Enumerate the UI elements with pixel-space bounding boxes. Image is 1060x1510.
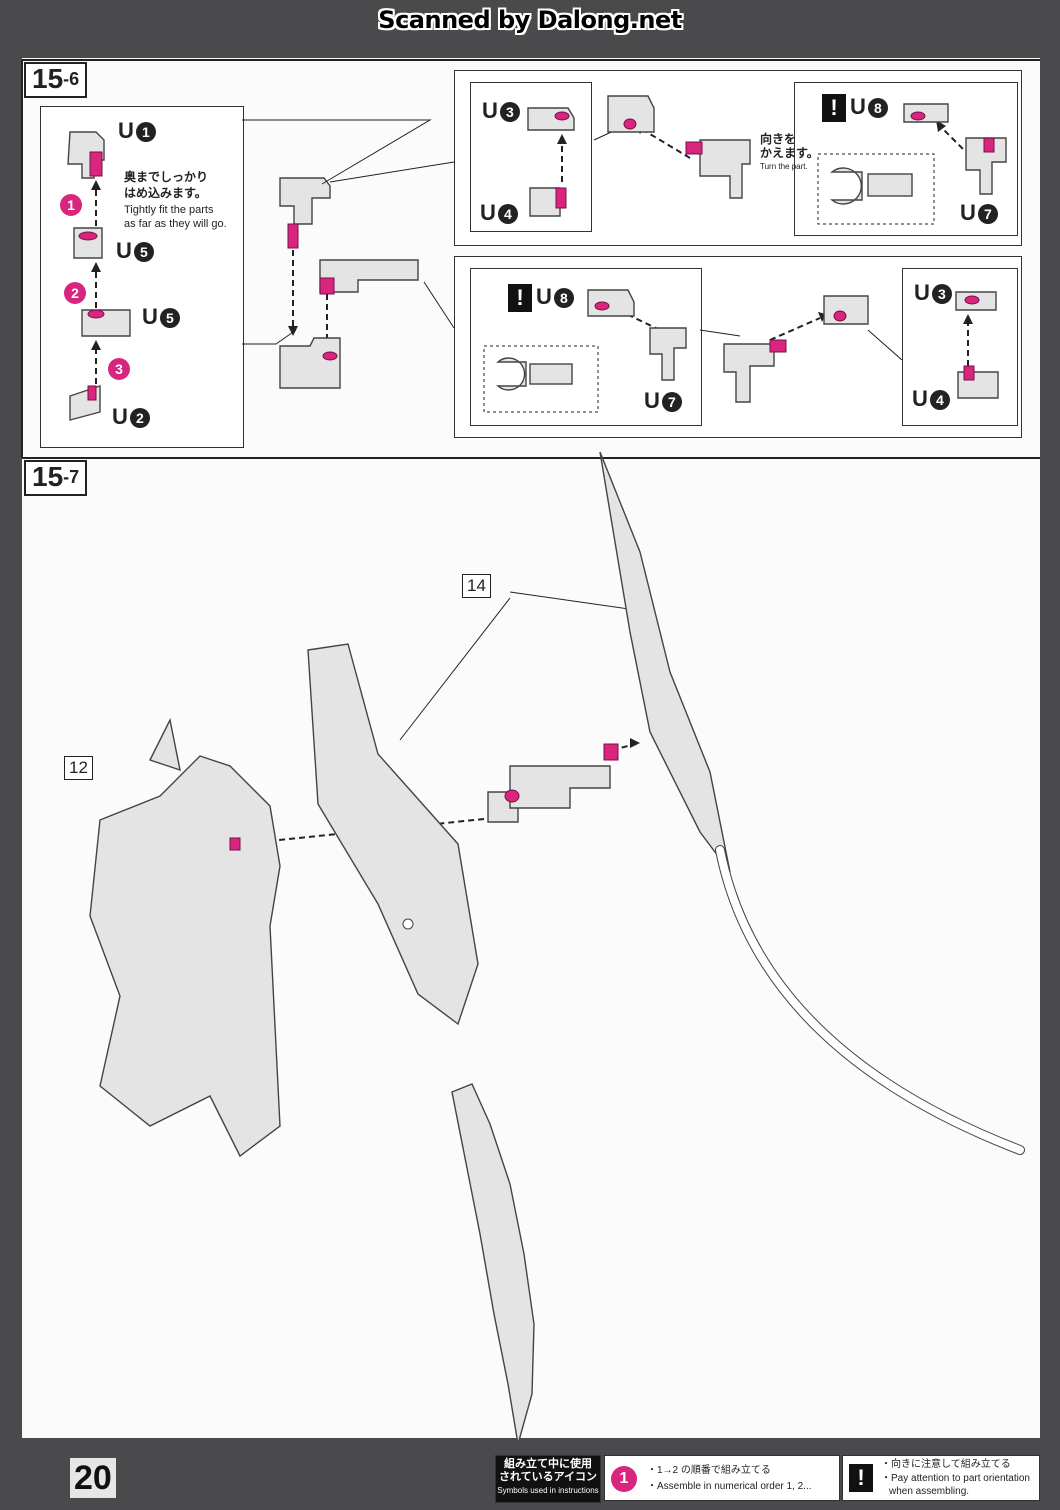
legend-title: 組み立て中に使用 されているアイコン Symbols used in instr…	[495, 1455, 601, 1503]
order-step-3: 3	[108, 358, 130, 380]
legend-orientation: ! ・向きに注意して組み立てる ・Pay attention to part o…	[842, 1455, 1040, 1501]
note-fit-jp-2: はめ込みます。	[124, 186, 207, 200]
note-turn-jp-1: 向きを	[760, 132, 797, 146]
ref-12: 12	[64, 756, 93, 780]
part-u5b-icon	[81, 309, 131, 337]
note-fit-jp-1: 奥までしっかり	[124, 170, 209, 184]
shield-left	[307, 643, 479, 1026]
step-sub: -6	[63, 69, 80, 89]
order-step-2: 2	[64, 282, 86, 304]
tail-left	[451, 1083, 535, 1445]
step-number: 15	[32, 461, 64, 492]
note-turn-jp-2: かえます。	[760, 146, 819, 160]
part-u1-icon	[67, 131, 105, 179]
page-number: 20	[70, 1458, 116, 1498]
order-icon: 1	[611, 1466, 637, 1492]
step-number: 15	[32, 63, 64, 94]
connector-part	[487, 743, 619, 823]
orientation-icon: !	[849, 1464, 873, 1492]
ref-14: 14	[462, 574, 491, 598]
note-fit-en-2: as far as they will go.	[124, 218, 227, 230]
step-15-6-badge: 15-6	[24, 62, 88, 98]
legend-order: 1 ・1→2 の順番で組み立てる ・Assemble in numerical …	[604, 1455, 840, 1501]
part-u2-icon	[69, 385, 101, 421]
note-turn-en: Turn the part.	[760, 162, 808, 171]
step-sub: -7	[63, 467, 80, 487]
tail-right	[715, 845, 1025, 1155]
part-u5-icon	[73, 227, 103, 259]
watermark: Scanned by Dalong.net	[378, 6, 682, 34]
mobile-suit-figure	[89, 717, 281, 1158]
center-part-stack	[279, 177, 419, 389]
warning-icon: !	[822, 94, 846, 123]
step-15-7-badge: 15-7	[24, 460, 88, 496]
order-step-1: 1	[60, 194, 82, 216]
note-fit-en-1: Tightly fit the parts	[124, 204, 214, 216]
shield-right	[599, 451, 731, 873]
warning-icon: !	[508, 284, 532, 313]
